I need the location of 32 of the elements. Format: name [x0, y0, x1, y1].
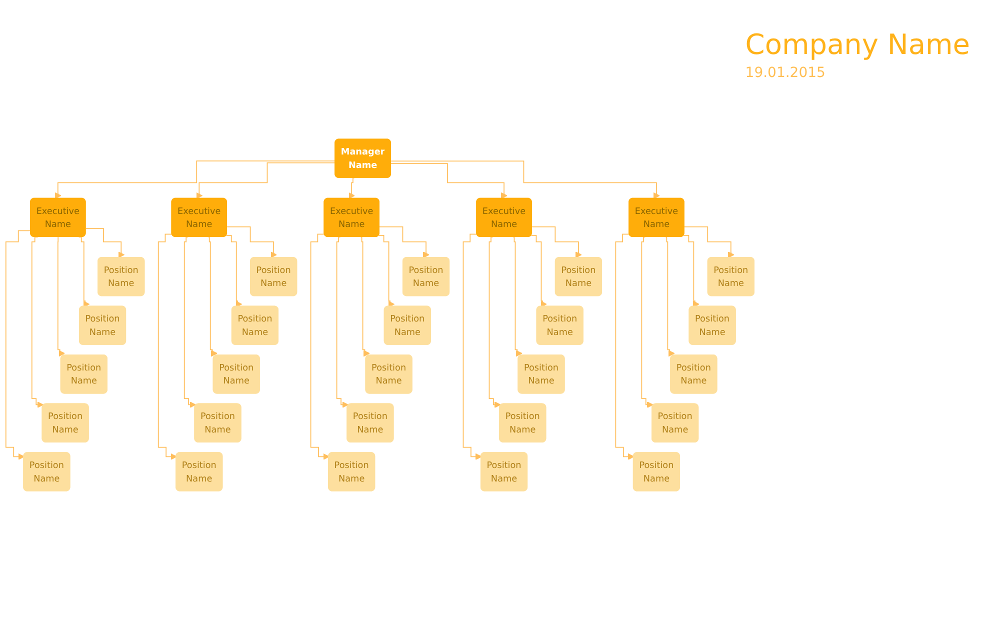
arrow	[31, 236, 44, 408]
arrow	[336, 236, 348, 408]
arrow	[488, 236, 501, 408]
arrow	[390, 160, 660, 199]
title: Company Name	[745, 28, 970, 61]
arrow	[531, 226, 582, 258]
arrow	[665, 236, 675, 357]
arrow	[310, 234, 330, 460]
arrow	[512, 236, 522, 357]
arrow	[226, 234, 242, 308]
arrow	[462, 234, 482, 460]
arrow	[641, 236, 654, 408]
arrow	[78, 236, 90, 308]
arrow	[615, 234, 634, 460]
arrow	[226, 226, 277, 258]
arrow	[378, 234, 395, 308]
arrow	[360, 236, 370, 357]
arrow	[158, 234, 178, 460]
arrow	[208, 236, 218, 357]
arrow	[379, 226, 430, 258]
arrow	[348, 177, 355, 199]
arrow	[684, 226, 734, 258]
arrow	[390, 163, 508, 199]
arrow	[184, 236, 196, 408]
arrow	[530, 234, 547, 308]
arrow	[54, 160, 336, 199]
arrow	[683, 234, 700, 308]
arrow	[57, 236, 65, 357]
arrow	[85, 228, 125, 258]
arrow	[196, 162, 336, 199]
date-label: 19.01.2015	[745, 65, 826, 81]
arrow	[5, 230, 32, 460]
